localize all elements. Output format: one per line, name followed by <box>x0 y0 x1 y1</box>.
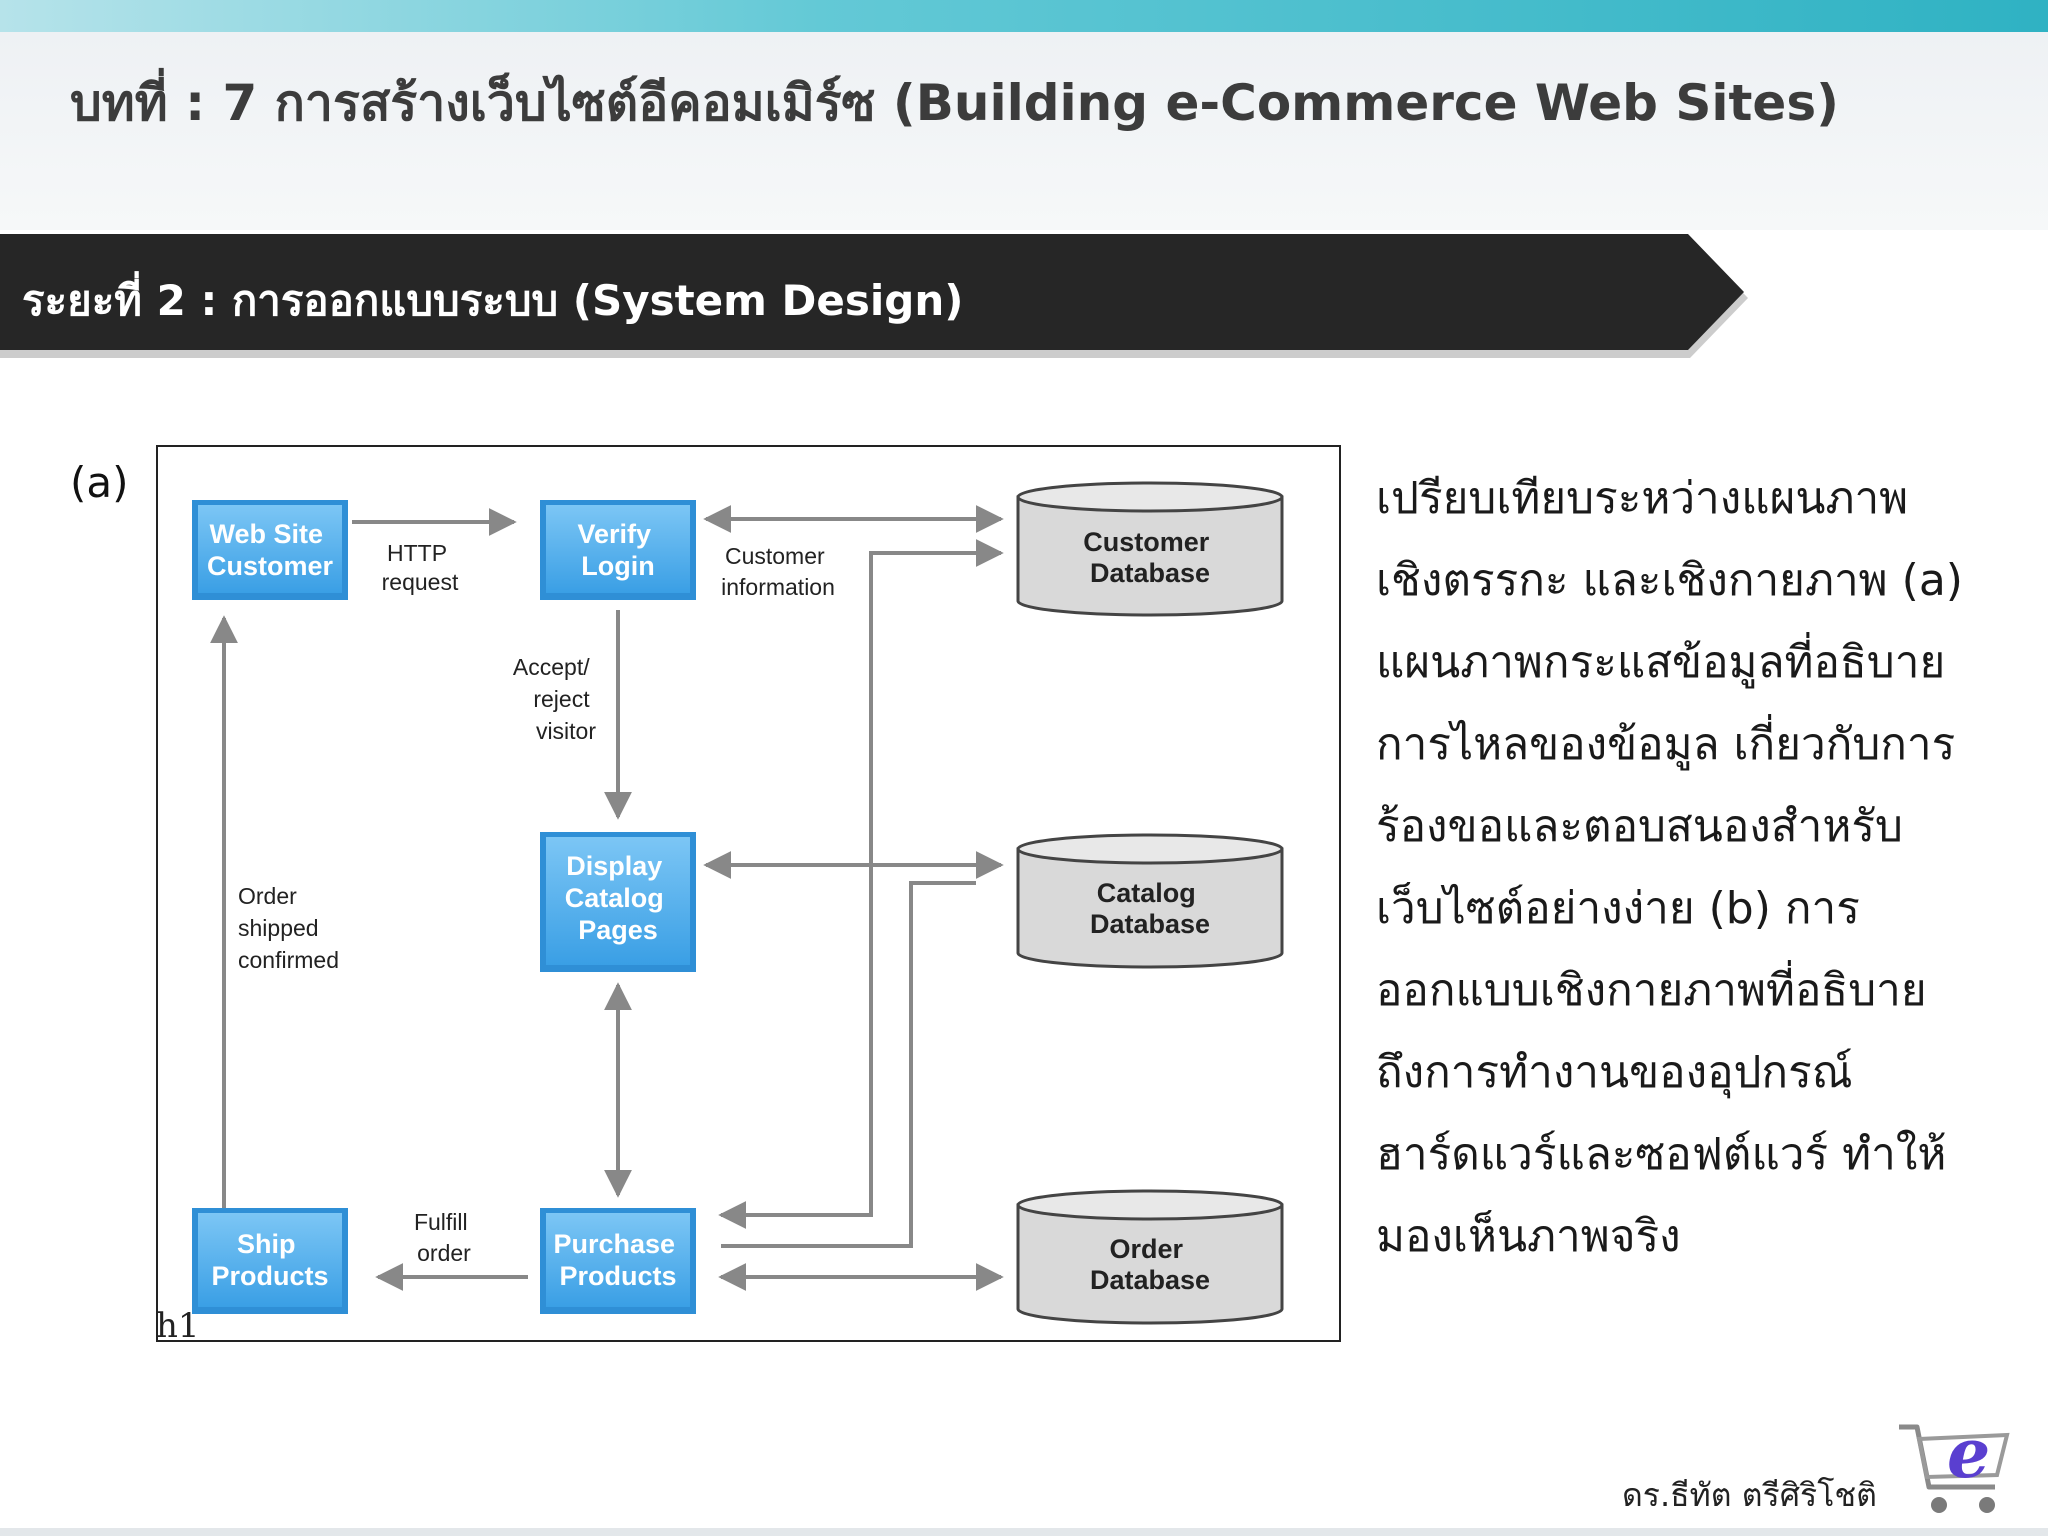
description-line: มองเห็นภาพจริง <box>1376 1211 1681 1262</box>
slide-header <box>0 32 2048 230</box>
store-order-database: Order Database <box>1016 1189 1284 1325</box>
slide-title: บทที่ : 7 การสร้างเว็บไซต์อีคอมเมิร์ซ (B… <box>70 74 1839 132</box>
svg-text:Ship Products: Ship Products <box>211 1229 328 1291</box>
flow-label-accept-reject: Accept/ reject visitor <box>513 654 596 744</box>
svg-text:Catalog Database: Catalog Database <box>1090 878 1210 939</box>
data-flow-diagram: Web Site Customer Verify Login Display C… <box>156 445 1341 1342</box>
customer-info-to-purchase-arrow <box>718 539 1004 1229</box>
flow-label-fulfill-order: Fulfill order <box>414 1209 474 1266</box>
description-line: เปรียบเทียบระหว่างแผนภาพ <box>1376 473 1909 524</box>
process-web-site-customer: Web Site Customer <box>192 500 348 600</box>
process-verify-login: Verify Login <box>540 500 696 600</box>
svg-text:Display Catalog Pa: Display Catalog Pages <box>565 851 672 945</box>
author-name: ดร.ธีทัต ตรีศิริโชติ <box>1622 1476 1877 1514</box>
description-text: เปรียบเทียบระหว่างแผนภาพ เชิงตรรกะ และเช… <box>1376 458 2006 1278</box>
process-display-catalog-pages: Display Catalog Pages <box>540 832 696 972</box>
phase-heading: ระยะที่ 2 : การออกแบบระบบ (System Design… <box>22 276 964 325</box>
store-catalog-database: Catalog Database <box>1016 833 1284 969</box>
store-customer-database: Customer Database <box>1016 481 1284 617</box>
flow-label-customer-information: Customer information <box>721 543 835 600</box>
description-line: เว็บไซต์อย่างง่าย (b) การ <box>1376 883 1860 934</box>
description-line: ออกแบบเชิงกายภาพที่อธิบาย <box>1376 965 1927 1016</box>
top-accent-bar <box>0 0 2048 32</box>
shopping-cart-e-icon: e <box>1899 1414 2010 1513</box>
stray-mark: h1 <box>156 1306 200 1342</box>
catalog-info-to-purchase-arrow <box>721 881 976 1248</box>
figure-label: (a) <box>70 458 129 507</box>
process-purchase-products: Purchase Products <box>540 1208 696 1314</box>
svg-text:e: e <box>1947 1414 1990 1494</box>
svg-text:Verify Login: Verify Login <box>577 519 658 581</box>
svg-text:Customer Database: Customer Database <box>1083 527 1217 588</box>
description-line: การไหลของข้อมูล เกี่ยวกับการ <box>1376 719 1956 770</box>
description-line: เชิงตรรกะ และเชิงกายภาพ (a) <box>1376 555 1963 606</box>
description-line: ถึงการทำงานของอุปกรณ์ <box>1376 1047 1853 1098</box>
flow-label-order-shipped: Order shipped confirmed <box>238 883 339 973</box>
description-line: ร้องขอและตอบสนองสำหรับ <box>1376 801 1903 852</box>
description-line: แผนภาพกระแสข้อมูลที่อธิบาย <box>1376 637 1946 688</box>
process-ship-products: Ship Products <box>192 1208 348 1314</box>
svg-text:Web Site Customer: Web Site Customer <box>207 519 334 581</box>
bottom-rule <box>0 1528 2048 1536</box>
phase-banner <box>0 234 1748 358</box>
description-line: ฮาร์ดแวร์และซอฟต์แวร์ ทำให้ <box>1376 1129 1947 1180</box>
flow-label-http-request: HTTP request <box>382 540 459 595</box>
svg-text:Purchase Products: Purchase Products <box>553 1229 682 1291</box>
svg-text:Order Database: Order Database <box>1090 1234 1210 1295</box>
